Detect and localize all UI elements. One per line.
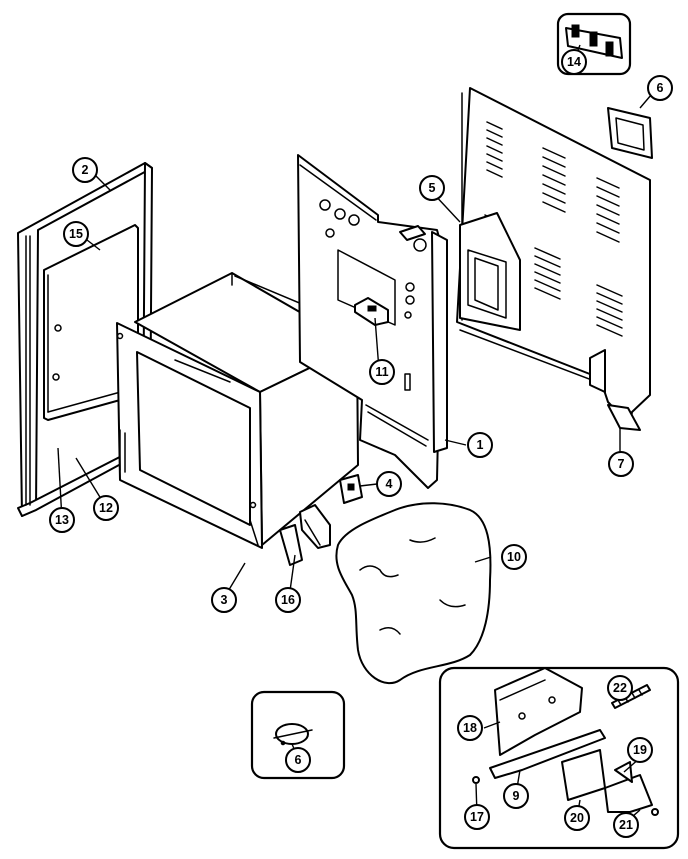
callout-6-inset-label: 6: [295, 753, 302, 767]
callout-13-label: 13: [55, 513, 69, 527]
callout-3-label: 3: [221, 593, 228, 607]
callout-2-label: 2: [82, 163, 89, 177]
callout-10: 10: [501, 544, 527, 570]
callout-14-label: 14: [567, 55, 581, 69]
vent-box-part: [459, 212, 521, 331]
callout-11: 11: [369, 359, 395, 385]
callout-9: 9: [503, 783, 529, 809]
bracket-part: [354, 297, 389, 326]
callout-22-label: 22: [613, 681, 627, 695]
callout-18: 18: [457, 715, 483, 741]
callout-14: 14: [561, 49, 587, 75]
callout-10-label: 10: [507, 550, 521, 564]
callout-6-upper-label: 6: [657, 81, 664, 95]
clip-part: [339, 474, 363, 504]
callout-4-label: 4: [386, 477, 393, 491]
callout-21: 21: [613, 812, 639, 838]
callout-16: 16: [275, 587, 301, 613]
callout-17: 17: [464, 804, 490, 830]
callout-1-label: 1: [477, 438, 484, 452]
callout-5: 5: [419, 175, 445, 201]
callout-5-label: 5: [429, 181, 436, 195]
callout-15-label: 15: [69, 227, 83, 241]
callout-1: 1: [467, 432, 493, 458]
hinge-parts-inset: [438, 666, 680, 850]
callout-16-label: 16: [281, 593, 295, 607]
callout-19: 19: [627, 737, 653, 763]
part-14-inset: [556, 12, 632, 76]
callout-15: 15: [63, 221, 89, 247]
callout-11-label: 11: [375, 365, 388, 379]
gasket-part: [607, 107, 653, 159]
callout-12: 12: [93, 495, 119, 521]
callout-18-label: 18: [463, 721, 477, 735]
part-6-inset: [250, 690, 346, 780]
callout-2: 2: [72, 157, 98, 183]
callout-7: 7: [608, 451, 634, 477]
callout-7-label: 7: [618, 457, 625, 471]
callout-9-label: 9: [513, 789, 520, 803]
callout-6-inset: 6: [285, 747, 311, 773]
callout-20-label: 20: [570, 811, 584, 825]
callout-13: 13: [49, 507, 75, 533]
callout-19-label: 19: [633, 743, 647, 757]
callout-22: 22: [607, 675, 633, 701]
back-panel-part: [456, 87, 651, 431]
callout-21-label: 21: [619, 818, 633, 832]
callout-3: 3: [211, 587, 237, 613]
insulation-part: [335, 502, 492, 685]
callout-12-label: 12: [99, 501, 113, 515]
latch-bracket-part: [279, 504, 331, 566]
callout-17-label: 17: [470, 810, 484, 824]
callout-4: 4: [376, 471, 402, 497]
callout-6-upper: 6: [647, 75, 673, 101]
callout-20: 20: [564, 805, 590, 831]
